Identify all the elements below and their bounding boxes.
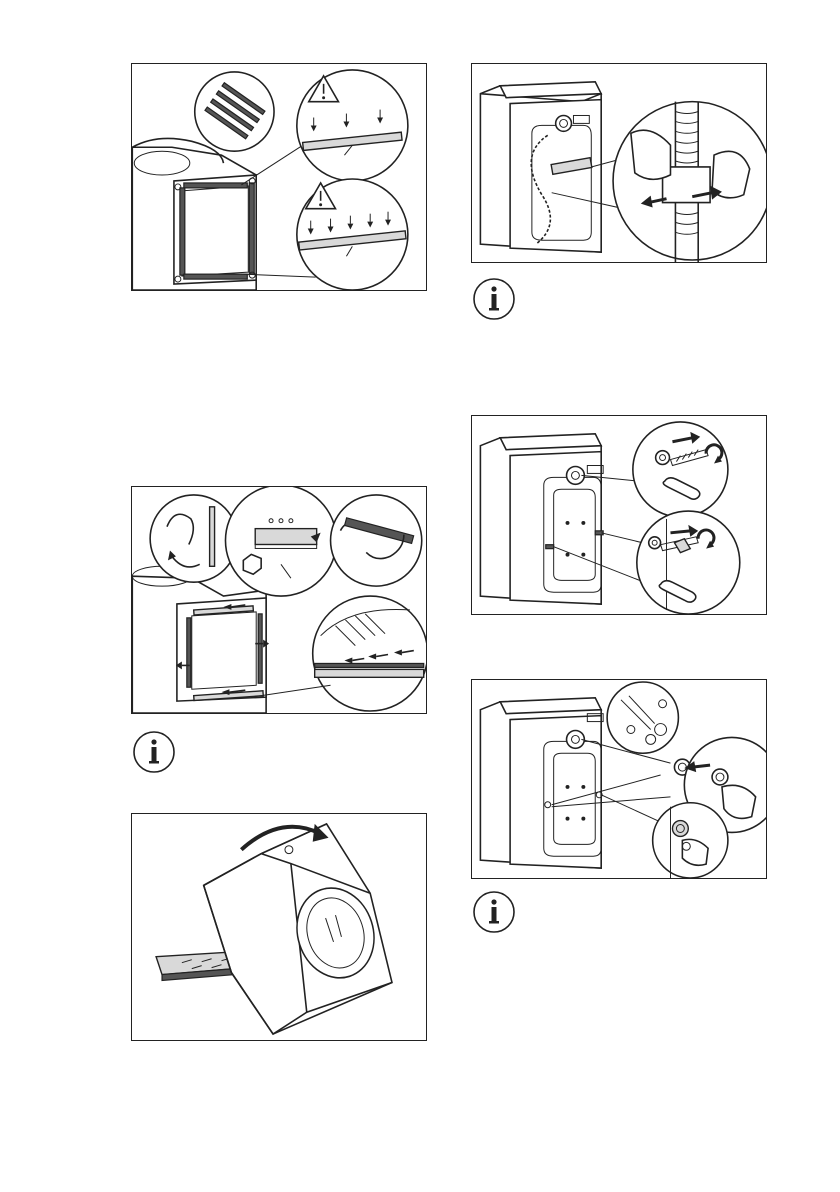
strip-fitting-illustration [131, 486, 427, 714]
machine-tilt-illustration [131, 813, 427, 1041]
hose-clamp-illustration [471, 63, 767, 263]
transit-bolt-removal-illustration [471, 415, 767, 615]
info-icon [471, 889, 517, 935]
transit-strips-illustration [131, 63, 427, 291]
plastic-caps-illustration [471, 679, 767, 879]
info-icon [471, 276, 517, 322]
info-icon [131, 729, 177, 775]
